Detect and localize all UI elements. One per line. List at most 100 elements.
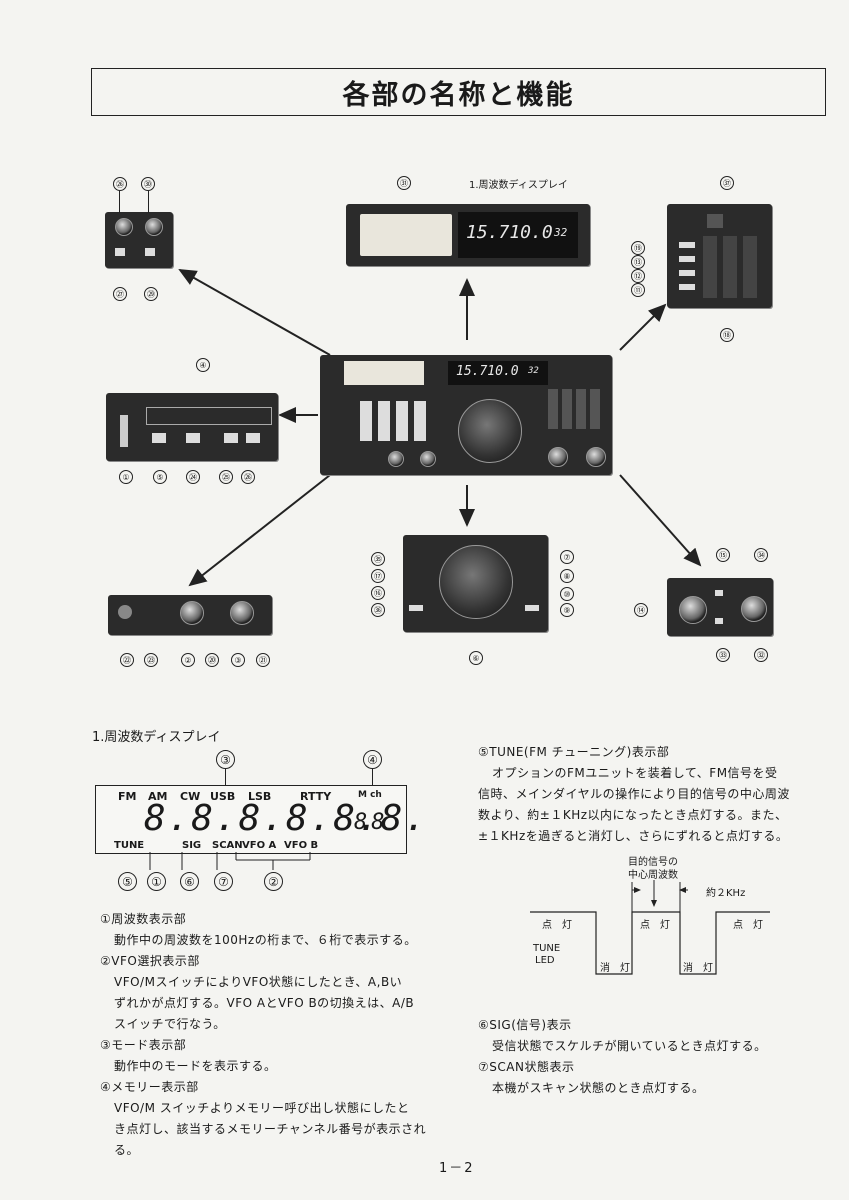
- lcd-callout-2: ②: [264, 872, 283, 891]
- lcd-rtty: RTTY: [300, 790, 332, 803]
- main-dial[interactable]: [458, 399, 522, 463]
- callout-5: ⑤: [153, 470, 167, 484]
- tuning-dial[interactable]: [439, 545, 513, 619]
- item-4-line: る。: [114, 1143, 140, 1157]
- callout-34: ㉞: [754, 548, 768, 562]
- nb-wide-switch[interactable]: [145, 248, 155, 256]
- lcd-callout-7: ⑦: [214, 872, 233, 891]
- mode-button-row[interactable]: [146, 407, 272, 425]
- squelch-tone-knob[interactable]: [230, 601, 254, 625]
- item-1-line: 動作中の周波数を100Hzの桁まで、６桁で表示する。: [114, 933, 417, 947]
- item-6-line: 受信状態でスケルチが開いているとき点灯する。: [492, 1039, 767, 1053]
- callout-13: ⑬: [631, 255, 645, 269]
- item-5-line: 信時、メインダイヤルの操作により目的信号の中心周波: [478, 787, 790, 801]
- callout-1: ①: [119, 470, 133, 484]
- memory-ch-dial[interactable]: [679, 596, 707, 624]
- callout-32: ㉜: [754, 648, 768, 662]
- filter-n-switch[interactable]: [224, 433, 238, 443]
- item-5-line: オプションのFMユニットを装着して、FM信号を受: [492, 766, 778, 780]
- remote-switch[interactable]: [409, 605, 423, 611]
- callout-25: ㉕: [219, 470, 233, 484]
- tune-led-label-2: LED: [535, 955, 555, 966]
- leader-line: [119, 191, 120, 213]
- lcd-tune: TUNE: [114, 840, 145, 851]
- pbt-notch-knob[interactable]: [741, 596, 767, 622]
- callout-26: ㉖: [113, 177, 127, 191]
- callout-7: ⑦: [560, 550, 574, 564]
- lcd-vfo-a: VFO A: [242, 840, 277, 851]
- lcd-callout-3: ③: [216, 750, 235, 769]
- center-display: 15.710.0 32: [448, 361, 548, 385]
- lock-switch[interactable]: [525, 605, 539, 611]
- callout-8: ⑧: [560, 569, 574, 583]
- preamp-att-switch[interactable]: [186, 433, 200, 443]
- a-b-button[interactable]: [679, 270, 695, 276]
- callout-3: ③: [231, 653, 245, 667]
- off-right: 消 灯: [683, 963, 713, 974]
- target-label-2: 中心周波数: [628, 870, 678, 881]
- lcd-sig: SIG: [182, 840, 202, 851]
- af-gain-knob[interactable]: [388, 451, 404, 467]
- s-meter: [360, 214, 452, 256]
- agc-knob[interactable]: [145, 218, 163, 236]
- a-eq-b-button[interactable]: [679, 284, 695, 290]
- callout-23: ㉓: [144, 653, 158, 667]
- display-freq: 15.710.0: [466, 222, 553, 243]
- item-2-head: ②VFO選択表示部: [100, 954, 200, 968]
- center-s-meter: [344, 361, 424, 385]
- lcd-am: AM: [148, 790, 168, 803]
- lcd-scan: SCAN: [212, 840, 243, 851]
- callout-18: ⑱: [720, 328, 734, 342]
- lcd-digits: 8.8.8.8.8.8.: [144, 798, 429, 839]
- display-panel: 15.710.0 32: [346, 204, 590, 266]
- squelch-knob[interactable]: [420, 451, 436, 467]
- item-5-line: 数より、約±１KHz以内になったとき点灯する。また、: [478, 808, 788, 822]
- tune-led-label-1: TUNE: [533, 943, 561, 954]
- power-switch[interactable]: [120, 415, 128, 447]
- leader-line: [225, 769, 226, 785]
- item-5-head: ⑤TUNE(FM チューニング)表示部: [478, 745, 670, 759]
- receiver-front: 15.710.0 32: [320, 355, 612, 475]
- callout-24: ㉔: [186, 470, 200, 484]
- item-2-line: ずれかが点灯する。VFO AとVFO Bの切換えは、A/B: [114, 996, 415, 1010]
- lcd-lsb: LSB: [248, 790, 272, 803]
- callout-26b: ㉖: [241, 470, 255, 484]
- callout-33: ㉝: [716, 648, 730, 662]
- section2-sig-scan: ⑥SIG(信号)表示 受信状態でスケルチが開いているとき点灯する。 ⑦SCAN状…: [478, 1015, 823, 1099]
- nb-switch[interactable]: [115, 248, 125, 256]
- mode-panel: [106, 393, 278, 461]
- callout-12: ⑫: [631, 269, 645, 283]
- center-keypad[interactable]: [548, 389, 600, 429]
- item-1-head: ①周波数表示部: [100, 912, 187, 926]
- write-switch[interactable]: [715, 590, 723, 596]
- callout-16: ⑯: [371, 586, 385, 600]
- item-7-line: 本機がスキャン状態のとき点灯する。: [492, 1081, 705, 1095]
- phones-jack[interactable]: [118, 605, 132, 619]
- item-3-head: ③モード表示部: [100, 1038, 187, 1052]
- keypad[interactable]: [703, 236, 763, 298]
- lcd-fm: FM: [118, 790, 137, 803]
- pbt-knob[interactable]: [586, 447, 606, 467]
- memory-ch-knob[interactable]: [548, 447, 568, 467]
- item-4-line: VFO/M スイッチよりメモリー呼び出し状態にしたと: [114, 1101, 410, 1115]
- filter-w-switch[interactable]: [246, 433, 260, 443]
- remote-jack[interactable]: [707, 214, 723, 228]
- speech-button[interactable]: [679, 242, 695, 248]
- callout-10: ⑩: [560, 587, 574, 601]
- nb-level-knob[interactable]: [115, 218, 133, 236]
- page-number: 1－2: [439, 1161, 475, 1176]
- section2-tune: ⑤TUNE(FM チューニング)表示部 オプションのFMユニットを装着して、FM…: [478, 742, 823, 847]
- mode-buttons[interactable]: [360, 401, 430, 441]
- lcd-vfo-b: VFO B: [284, 840, 319, 851]
- callout-22: ㉒: [120, 653, 134, 667]
- af-gain-rf-knob[interactable]: [180, 601, 204, 625]
- page-title: 各部の名称と機能: [91, 68, 826, 116]
- center-freq: 15.710.0: [456, 364, 519, 379]
- tune-switch[interactable]: [152, 433, 166, 443]
- m-vfo-button[interactable]: [679, 256, 695, 262]
- callout-35: ㉟: [371, 552, 385, 566]
- item-7-head: ⑦SCAN状態表示: [478, 1060, 575, 1074]
- dial-panel: [403, 535, 548, 632]
- notch-switch[interactable]: [715, 618, 723, 624]
- callout-27: ㉗: [113, 287, 127, 301]
